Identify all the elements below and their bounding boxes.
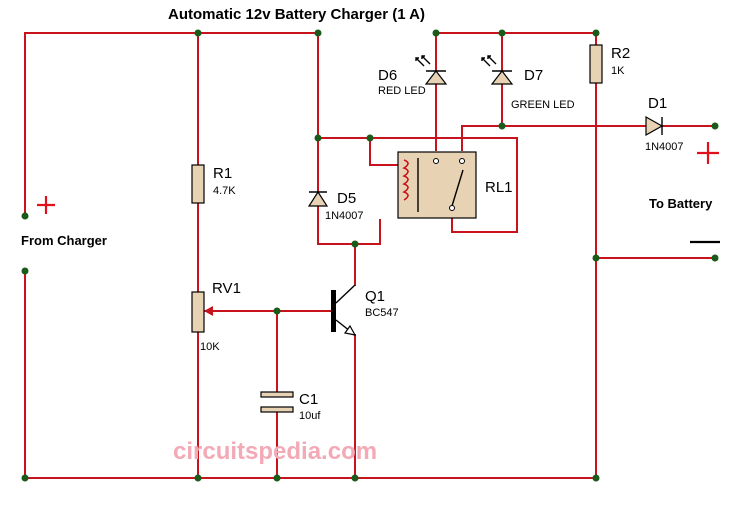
d5-value: 1N4007 — [325, 210, 364, 222]
rl1-ref: RL1 — [485, 179, 513, 196]
d6-value: RED LED — [378, 85, 426, 97]
diode-d5: D5 1N4007 — [307, 190, 364, 222]
diagram-title: Automatic 12v Battery Charger (1 A) — [168, 6, 425, 23]
r2-ref: R2 — [611, 45, 630, 62]
potentiometer-rv1: RV1 10K — [191, 280, 241, 353]
resistor-r2: R2 1K — [589, 44, 630, 84]
relay-coil-icon — [402, 159, 409, 201]
charger-label: From Charger — [21, 233, 107, 248]
transistor-q1: Q1 BC547 — [331, 284, 399, 336]
d6-ref: D6 — [378, 67, 397, 84]
led-d7: D7 GREEN LED — [481, 55, 575, 111]
d7-value: GREEN LED — [511, 99, 575, 111]
watermark: circuitspedia.com — [173, 438, 377, 465]
battery-plus-icon — [697, 142, 719, 164]
wiper-arrow-icon — [204, 306, 213, 316]
d1-value: 1N4007 — [645, 141, 684, 153]
rv1-ref: RV1 — [212, 280, 241, 297]
junctions — [21, 29, 719, 482]
r1-value: 4.7K — [213, 185, 236, 197]
resistor-r1: R1 4.7K — [191, 164, 236, 204]
wires — [24, 32, 716, 479]
capacitor-c1: C1 10uf — [260, 391, 321, 422]
r2-value: 1K — [611, 65, 625, 77]
d5-ref: D5 — [337, 190, 356, 207]
d7-ref: D7 — [524, 67, 543, 84]
q1-value: BC547 — [365, 307, 399, 319]
d1-ref: D1 — [648, 95, 667, 112]
r1-ref: R1 — [213, 165, 232, 182]
c1-value: 10uf — [299, 410, 321, 422]
led-d6: D6 RED LED — [378, 55, 448, 97]
relay-rl1: RL1 — [397, 151, 513, 219]
battery-label: To Battery — [649, 196, 713, 211]
rv1-value: 10K — [200, 341, 220, 353]
q1-ref: Q1 — [365, 288, 385, 305]
c1-ref: C1 — [299, 391, 318, 408]
diode-d1: D1 1N4007 — [645, 95, 684, 153]
charger-plus-icon — [37, 196, 55, 214]
emitter-arrow-icon — [343, 324, 357, 336]
